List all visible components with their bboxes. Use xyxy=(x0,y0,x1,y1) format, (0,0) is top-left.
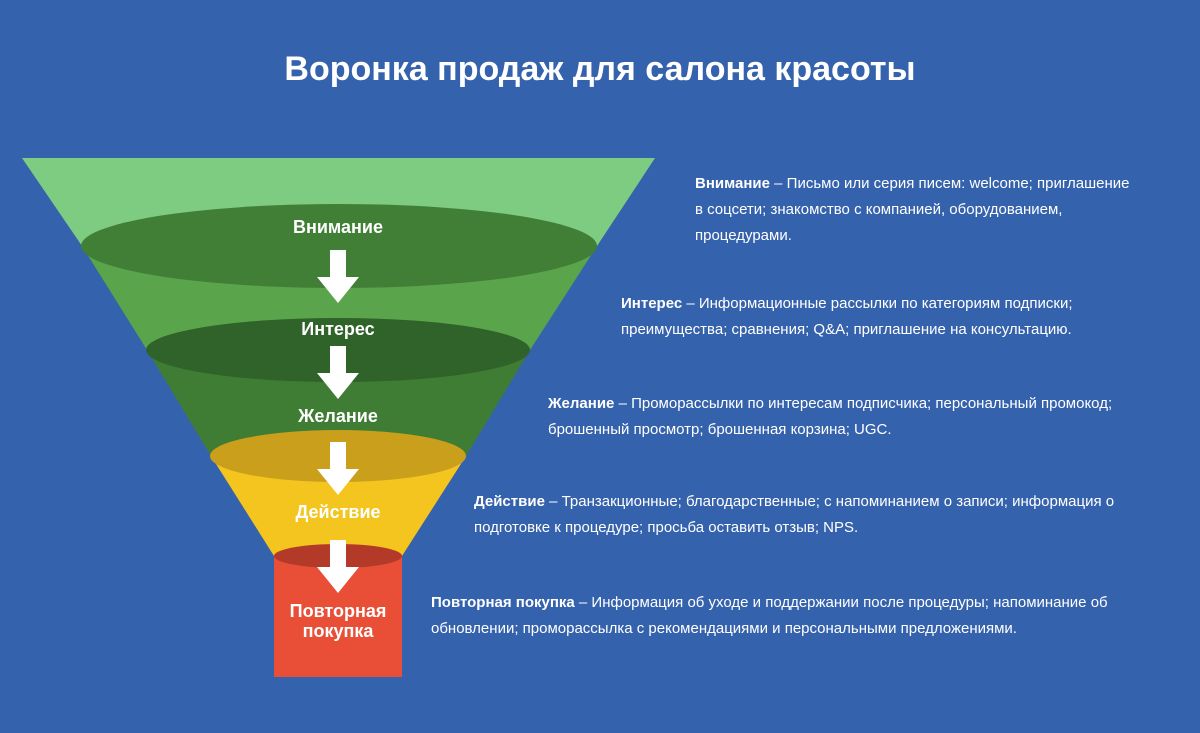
description-interest: Интерес – Информационные рассылки по кат… xyxy=(621,291,1171,343)
description-term: Действие xyxy=(474,493,545,510)
description-text: – Информационные рассылки по категориям … xyxy=(621,295,1073,338)
arrow-down-icon xyxy=(317,442,359,495)
description-desire: Желание – Проморассылки по интересам под… xyxy=(548,391,1138,443)
description-text: – Письмо или серия писем: welcome; пригл… xyxy=(695,175,1130,244)
description-term: Интерес xyxy=(621,295,683,312)
description-attention: Внимание – Письмо или серия писем: welco… xyxy=(695,171,1135,249)
stage-label-attention: Внимание xyxy=(293,217,383,237)
funnel-stage-action xyxy=(211,456,466,556)
description-repeat-purchase: Повторная покупка – Информация об уходе … xyxy=(431,590,1121,642)
arrow-down-icon xyxy=(317,346,359,399)
funnel-ellipse-attention xyxy=(81,204,597,288)
description-term: Желание xyxy=(548,395,615,412)
arrow-down-icon xyxy=(317,540,359,593)
description-term: Внимание xyxy=(695,175,770,192)
stage-label-desire: Желание xyxy=(298,406,378,426)
description-text: – Транзакционные; благодарственные; с на… xyxy=(474,493,1115,536)
stage-label-interest: Интерес xyxy=(301,319,375,339)
description-text: – Информация об уходе и поддержании посл… xyxy=(431,594,1108,637)
description-action: Действие – Транзакционные; благодарствен… xyxy=(474,489,1134,541)
description-text: – Проморассылки по интересам подписчика;… xyxy=(548,395,1113,438)
arrow-down-icon xyxy=(317,250,359,303)
description-term: Повторная покупка xyxy=(431,594,575,611)
page-title: Воронка продаж для салона красоты xyxy=(284,50,916,88)
stage-label-action: Действие xyxy=(295,502,381,522)
stage-label-repeat-purchase: Повторная покупка xyxy=(289,601,387,641)
